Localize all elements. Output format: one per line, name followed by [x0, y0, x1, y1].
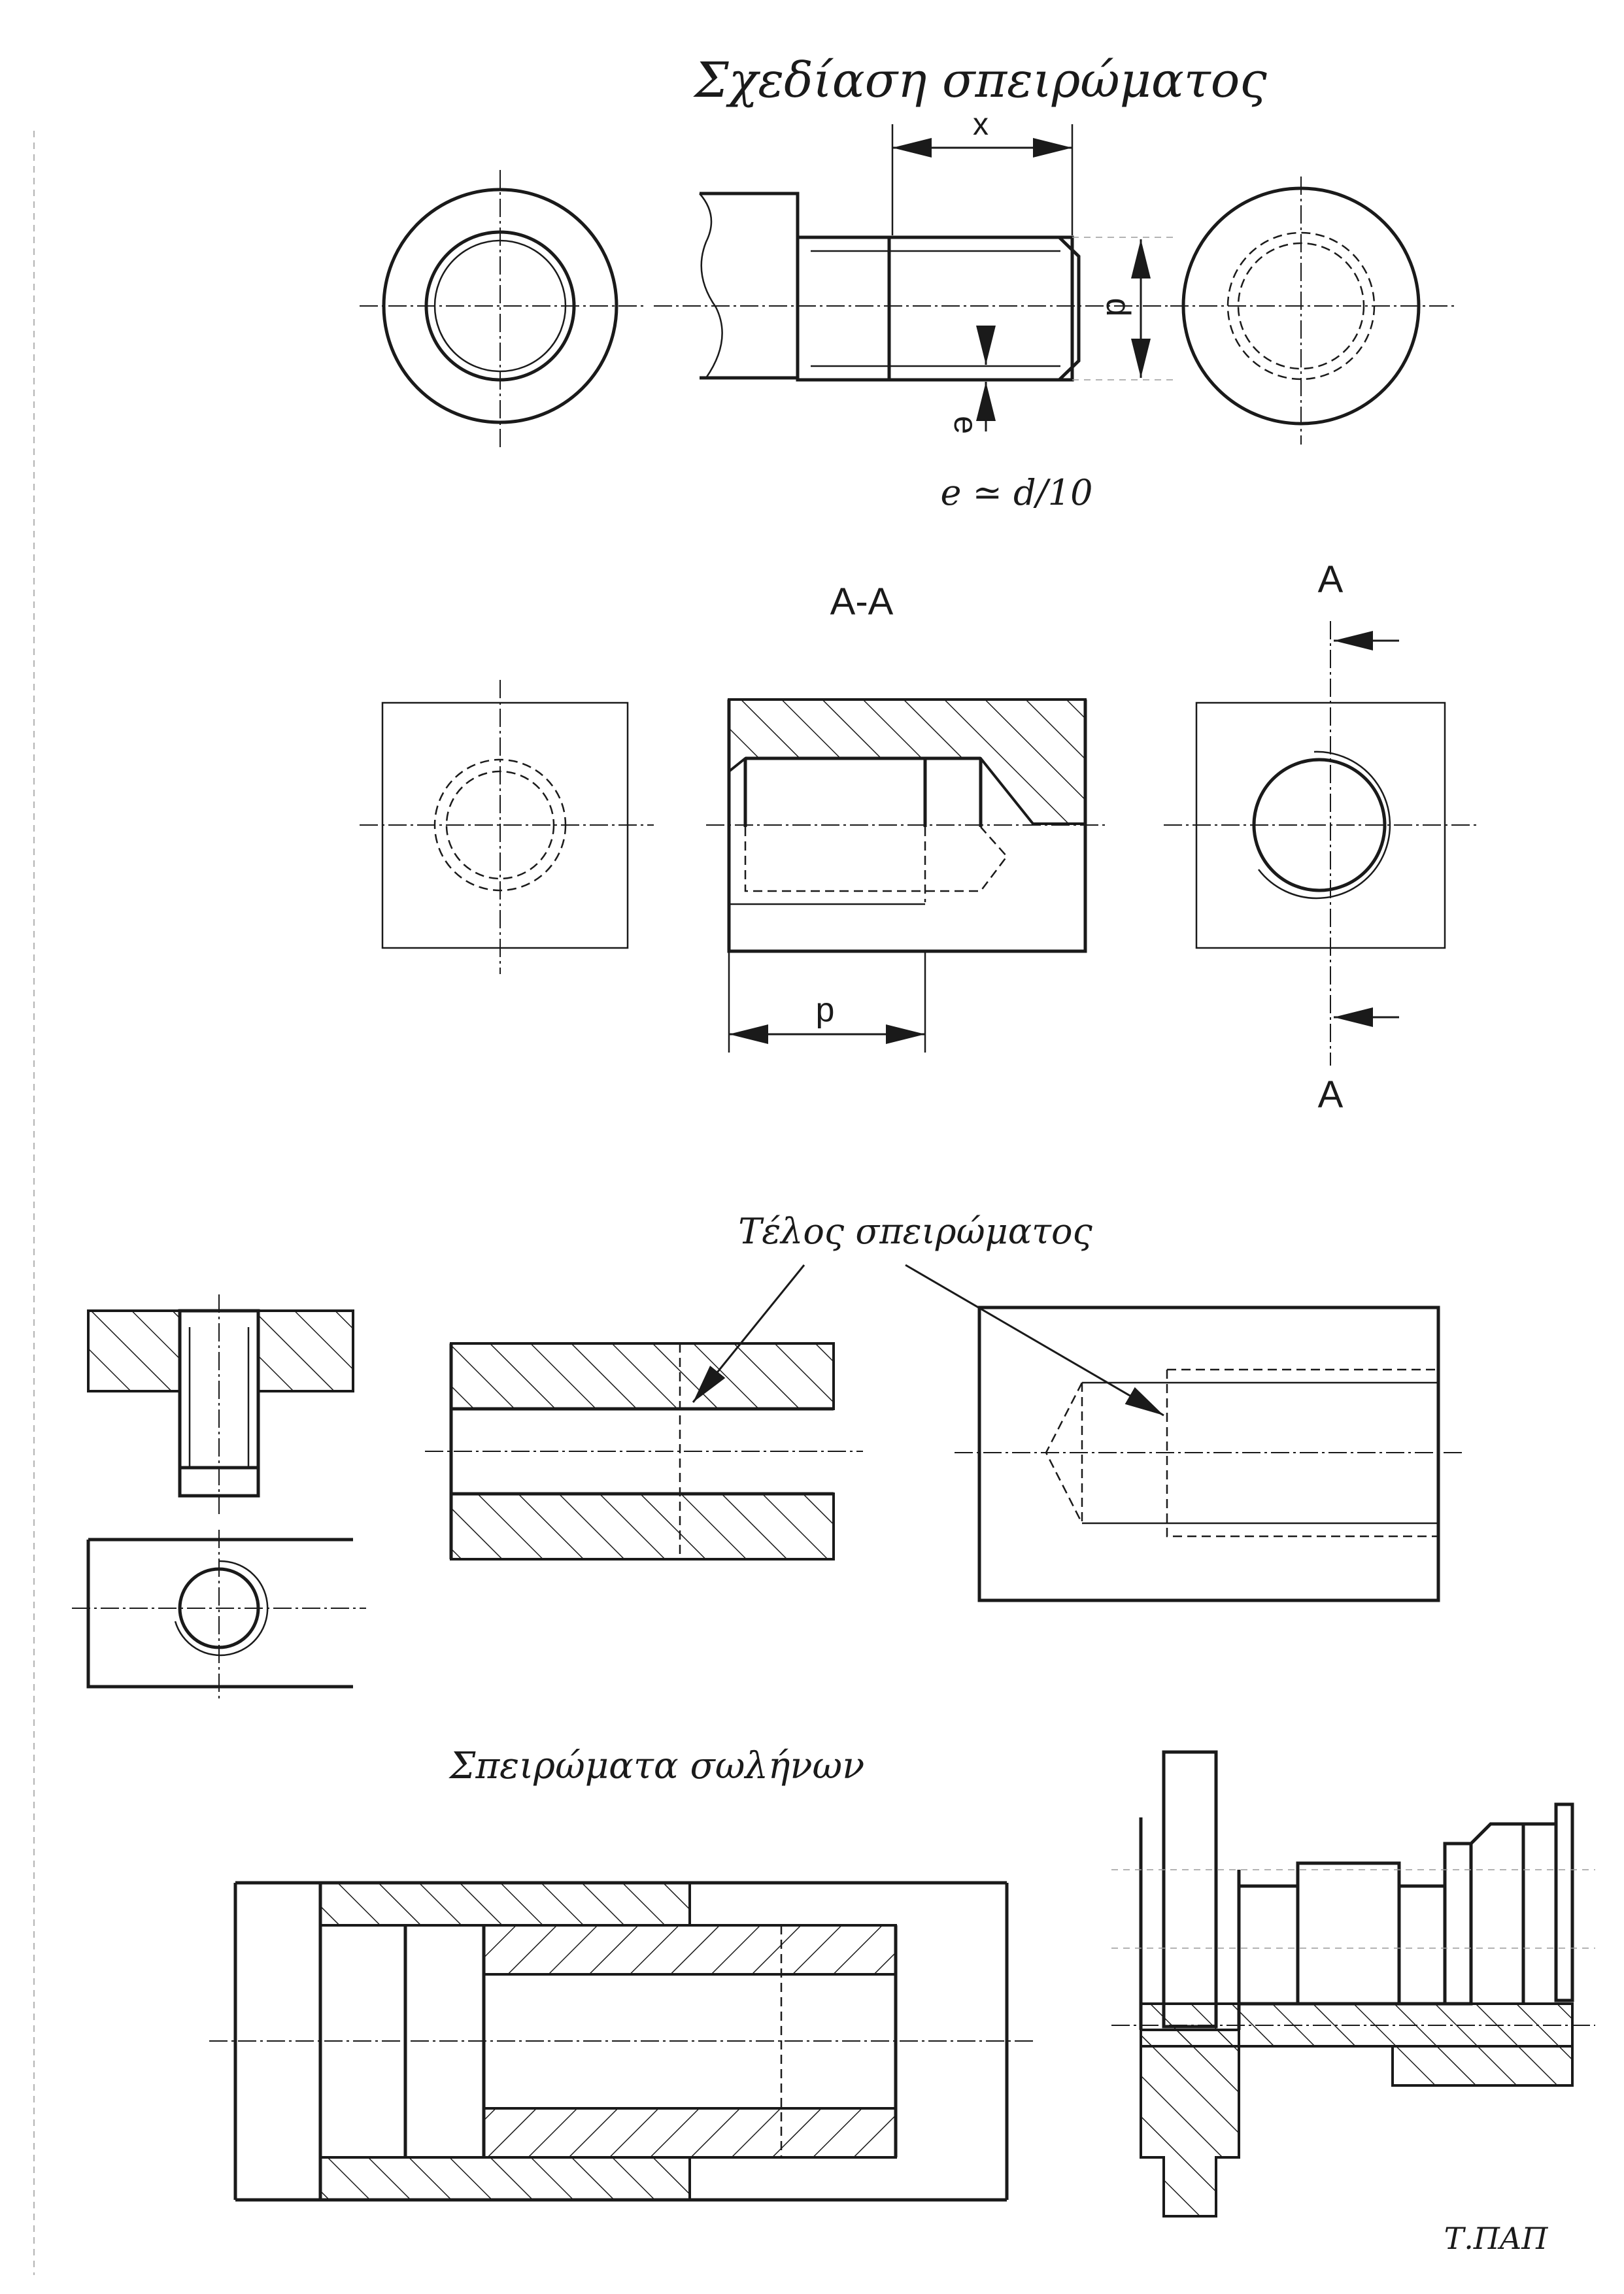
dimension-x-label: x — [973, 107, 989, 142]
blind-hole-view — [955, 1306, 1464, 1602]
pipe-threads-label: Σπειρώματα σωλήνων — [448, 1745, 864, 1787]
row3-thread-end: Τέλος σπειρώματος — [72, 1211, 1464, 1700]
block-left-view — [360, 680, 654, 974]
end-view-left — [360, 170, 644, 451]
dimension-e-label: e — [947, 416, 984, 434]
cut-plane-label-bottom: A — [1318, 1073, 1344, 1116]
stud-assembly — [72, 1294, 366, 1700]
signature: Τ.ΠΑΠ — [1444, 2221, 1549, 2256]
bolt-side-view: x d e e ≃ d/10 — [654, 107, 1177, 513]
pipe-coupling-section — [209, 1881, 1033, 2202]
threaded-bore-section — [425, 1342, 863, 1560]
row4-pipe-threads: Σπειρώματα σωλήνων — [209, 1745, 1595, 2218]
section-view-label: A-A — [830, 581, 894, 623]
end-view-right — [1170, 177, 1458, 445]
row1-external-thread: x d e e ≃ d/10 — [360, 107, 1458, 513]
pipe-fitting-flange — [1111, 1750, 1595, 2218]
dimension-p-label: p — [816, 991, 835, 1029]
page-title: Σχεδίαση σπειρώματος — [692, 52, 1267, 109]
block-section-aa: p — [706, 698, 1105, 1053]
block-right-view: A A — [1164, 558, 1478, 1116]
cut-plane-label-top: A — [1318, 558, 1344, 601]
dimension-d-label: d — [1099, 298, 1137, 317]
row2-internal-thread: A-A p — [360, 558, 1478, 1116]
e-formula: e ≃ d/10 — [940, 472, 1092, 513]
thread-end-label: Τέλος σπειρώματος — [738, 1211, 1092, 1252]
